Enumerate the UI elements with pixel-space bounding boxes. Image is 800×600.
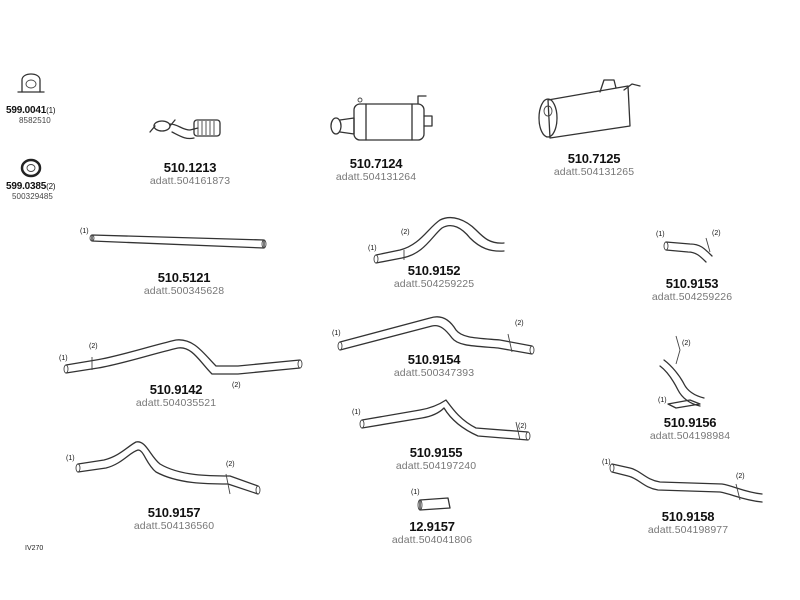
clamp-599-0041-drawing — [17, 73, 45, 93]
part-599-0385: 599.0385(2) 500329485 — [6, 182, 76, 201]
part-number: 510.9153 — [665, 276, 719, 291]
part-510-1213: 510.1213 adatt.504161873 — [130, 161, 250, 187]
reference-number: adatt.504161873 — [149, 175, 231, 187]
pipe-510-9158-drawing — [609, 463, 763, 503]
callout-2-9142a: (2) — [89, 343, 98, 350]
reference-number: adatt.500345628 — [143, 285, 225, 297]
part-510-5121: 510.5121 adatt.500345628 — [124, 271, 244, 297]
callout-1-9152: (1) — [368, 245, 377, 252]
callout-2-9154: (2) — [515, 320, 524, 327]
reference-number: adatt.504197240 — [395, 460, 477, 472]
part-number: 12.9157 — [409, 519, 455, 534]
callout-2-9155: (2) — [518, 423, 527, 430]
callout-1-9155: (1) — [352, 409, 361, 416]
reference-number: 8582510 — [19, 116, 51, 125]
part-number: 599.0041(1) — [6, 105, 56, 116]
part-number: 510.7125 — [567, 151, 621, 166]
reference-number: adatt.504198977 — [647, 524, 729, 536]
pipe-510-9154-drawing — [337, 316, 535, 355]
part-number: 510.9156 — [663, 415, 717, 430]
callout-1-9154: (1) — [332, 330, 341, 337]
callout-1-9158: (1) — [602, 459, 611, 466]
part-510-9154: 510.9154 adatt.500347393 — [374, 353, 494, 379]
part-510-9157: 510.9157 adatt.504136560 — [114, 506, 234, 532]
reference-number: adatt.504041806 — [391, 534, 473, 546]
pipe-510-9142-drawing — [63, 339, 303, 375]
part-number: 510.5121 — [157, 270, 211, 285]
callout-2-9153: (2) — [712, 230, 721, 237]
flex-pipe-510-1213-drawing — [149, 119, 221, 140]
part-510-9153: 510.9153 adatt.504259226 — [632, 277, 752, 303]
part-510-7124: 510.7124 adatt.504131264 — [316, 157, 436, 183]
callout-1-5121: (1) — [80, 228, 89, 235]
pipe-510-9155-drawing — [359, 399, 531, 441]
reference-number: adatt.504035521 — [135, 397, 217, 409]
part-number: 510.9152 — [407, 263, 461, 278]
diagram-code: IV270 — [25, 545, 44, 552]
callout-2-9152: (2) — [401, 229, 410, 236]
part-510-9156: 510.9156 adatt.504198984 — [630, 416, 750, 442]
part-number: 510.1213 — [163, 160, 217, 175]
part-12-9157: 12.9157 adatt.504041806 — [372, 520, 492, 546]
part-number: 510.9154 — [407, 352, 461, 367]
callout-1-9153: (1) — [656, 231, 665, 238]
pipe-510-9157-drawing — [75, 441, 261, 495]
part-number: 510.9142 — [149, 382, 203, 397]
part-599-0041: 599.0041(1) 8582510 — [6, 106, 66, 125]
part-510-9155: 510.9155 adatt.504197240 — [376, 446, 496, 472]
callout-1-9156: (1) — [658, 397, 667, 404]
pipe-510-9156-drawing — [659, 335, 705, 409]
pipe-12-9157-drawing — [417, 497, 451, 511]
reference-number: adatt.504198984 — [649, 430, 731, 442]
part-510-7125: 510.7125 adatt.504131265 — [534, 152, 654, 178]
callout-1-9142: (1) — [59, 355, 68, 362]
ring-599-0385-drawing — [20, 158, 42, 178]
reference-number: adatt.504259225 — [393, 278, 475, 290]
callout-1-9157: (1) — [66, 455, 75, 462]
callout-2-9142b: (2) — [232, 382, 241, 389]
reference-number: adatt.504131265 — [553, 166, 635, 178]
pipe-510-9153-drawing — [663, 237, 713, 263]
quantity: (1) — [46, 106, 56, 115]
part-number: 599.0385(2) — [6, 181, 56, 192]
quantity: (2) — [46, 182, 56, 191]
callout-2-9158: (2) — [736, 473, 745, 480]
reference-number: adatt.504131264 — [335, 171, 417, 183]
part-510-9152: 510.9152 adatt.504259225 — [374, 264, 494, 290]
reference-number: adatt.500347393 — [393, 367, 475, 379]
part-510-9142: 510.9142 adatt.504035521 — [116, 383, 236, 409]
pipe-510-5121-drawing — [89, 234, 267, 249]
reference-number: adatt.504259226 — [651, 291, 733, 303]
reference-number: adatt.504136560 — [133, 520, 215, 532]
callout-2-9157: (2) — [226, 461, 235, 468]
part-number: 510.7124 — [349, 156, 403, 171]
dpf-510-7124-drawing — [330, 95, 433, 141]
part-number: 510.9158 — [661, 509, 715, 524]
muffler-510-7125-drawing — [538, 79, 641, 139]
part-510-9158: 510.9158 adatt.504198977 — [628, 510, 748, 536]
part-number: 510.9157 — [147, 505, 201, 520]
callout-1-12-9157: (1) — [411, 489, 420, 496]
part-number: 510.9155 — [409, 445, 463, 460]
pipe-510-9152-drawing — [373, 216, 505, 264]
callout-2-9156: (2) — [682, 340, 691, 347]
reference-number: 500329485 — [12, 192, 53, 201]
